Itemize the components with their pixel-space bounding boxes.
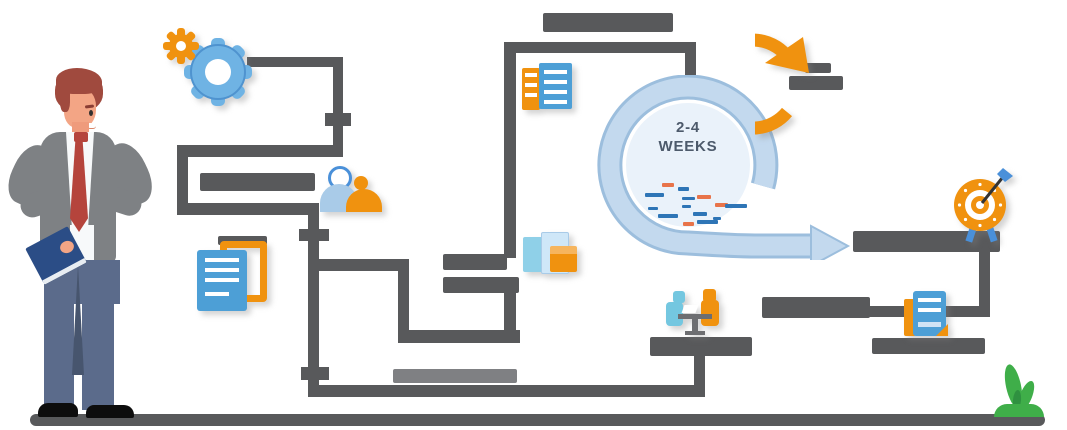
businessman-leg-left <box>44 292 74 410</box>
businessman-shoe-right <box>86 405 134 418</box>
sprint-task-bar <box>682 197 695 200</box>
businessman-illustration <box>0 60 160 420</box>
flow-line-h-mid <box>308 259 409 271</box>
refresh-arrows-icon <box>755 33 809 135</box>
member-orange-head <box>354 176 368 190</box>
sprint-duration-line1: 2-4 <box>675 119 701 136</box>
sprint-task-bar <box>713 217 721 220</box>
gear-small <box>163 28 199 64</box>
sprint-duration-line2: WEEKS <box>658 138 718 155</box>
sprint-task-bar <box>697 220 718 224</box>
redacted-label-top <box>543 13 673 32</box>
meeting-table-leg <box>692 318 698 332</box>
redacted-label-daily-1 <box>805 63 831 73</box>
redacted-label-teamwork <box>650 337 752 356</box>
junction-tick-1 <box>325 113 351 126</box>
redacted-label-daily-2 <box>789 76 843 90</box>
box-orange <box>550 246 577 272</box>
redacted-label-goal <box>853 231 1000 252</box>
flow-line-v-685 <box>685 42 696 88</box>
businessman-tie <box>70 140 88 232</box>
sprint-task-bar <box>683 222 694 226</box>
meeting-paper <box>681 305 699 313</box>
businessman-shoe-left <box>38 403 78 417</box>
report-document-icon <box>898 286 953 341</box>
businessman-eye <box>89 110 93 116</box>
sprint-task-bar <box>715 203 728 207</box>
target-dots <box>957 182 1003 228</box>
team-members-icon <box>315 160 390 215</box>
meeting-blue-body <box>666 302 683 326</box>
report-wide-line <box>918 322 941 327</box>
businessman-tie-knot <box>74 132 88 142</box>
businessman-sideburn <box>60 88 70 112</box>
redacted-label-bottom <box>393 369 517 383</box>
flow-line-gear-v <box>333 57 343 157</box>
businessman-mouth <box>87 123 96 129</box>
sprint-task-bar <box>678 187 689 191</box>
sprint-task-bar <box>697 195 711 199</box>
flow-line-bottom <box>308 385 705 397</box>
redacted-label-planning <box>200 173 315 191</box>
meeting-table-base <box>685 331 705 335</box>
gear-large <box>184 38 252 106</box>
meeting-table-top <box>678 314 712 319</box>
flow-line-v-504a <box>504 42 516 258</box>
refresh-arrowhead <box>765 37 809 73</box>
backlog-orange-lines <box>525 73 537 97</box>
flow-line-top-h <box>504 42 696 53</box>
sprint-task-bar <box>725 204 747 208</box>
redacted-label-mid-1 <box>443 254 507 270</box>
flow-line-gear-h <box>247 57 343 67</box>
flow-line-h-330 <box>398 330 520 343</box>
redacted-label-review <box>762 297 870 318</box>
sprint-task-bar <box>693 212 707 216</box>
redacted-label-mid-2 <box>443 277 519 293</box>
sprint-duration-label: 2-4 WEEKS <box>640 118 736 156</box>
sprint-task-chart <box>640 180 750 230</box>
plant-mound <box>994 404 1044 417</box>
report-text-lines <box>918 298 941 318</box>
dart-fletching <box>997 168 1013 182</box>
sprint-task-bar <box>648 207 658 210</box>
meeting-orange-body <box>701 300 719 326</box>
document-text-lines <box>205 258 239 282</box>
flow-line-mid-v <box>308 203 319 397</box>
flow-line-v-694 <box>694 355 705 393</box>
flow-line-v-398 <box>398 259 409 341</box>
sprint-loop-ring <box>600 77 811 256</box>
flow-line-right-v <box>979 250 990 316</box>
sprint-loop-arrowhead <box>810 224 851 260</box>
gears-icon <box>163 28 252 106</box>
flow-line-loop-bot <box>177 203 318 215</box>
redacted-label-docs <box>218 236 267 245</box>
document-text-line-short <box>205 292 229 296</box>
junction-tick-2 <box>299 229 329 241</box>
sprint-task-bar <box>645 193 664 197</box>
plant-icon <box>990 360 1050 420</box>
backlog-blue-line-bottom <box>544 100 567 104</box>
box-teal <box>523 237 544 272</box>
junction-tick-3 <box>301 367 329 380</box>
ground-line <box>30 414 1045 426</box>
backlog-blue-lines <box>544 70 567 94</box>
sprint-task-bar <box>662 183 674 187</box>
documents-folder-icon <box>190 230 280 320</box>
sprint-backlog-document-icon <box>515 58 580 116</box>
flow-line-loop-left <box>177 145 188 215</box>
flow-line-loop-top <box>177 145 343 157</box>
businessman-leg-right <box>82 292 114 410</box>
report-orange-corner <box>936 324 948 336</box>
meeting-orange-head <box>703 289 716 302</box>
flow-line-v-504b <box>504 285 516 335</box>
sprint-task-bar <box>658 214 678 218</box>
increment-boxes-icon <box>518 228 583 278</box>
meeting-blue-head <box>673 291 685 303</box>
member-orange-body <box>346 189 382 212</box>
meeting-table-icon <box>660 285 725 337</box>
target-dart-icon <box>954 168 1013 243</box>
sprint-task-bar <box>682 205 691 208</box>
refresh-arc <box>755 33 793 135</box>
redacted-label-report <box>872 338 985 354</box>
